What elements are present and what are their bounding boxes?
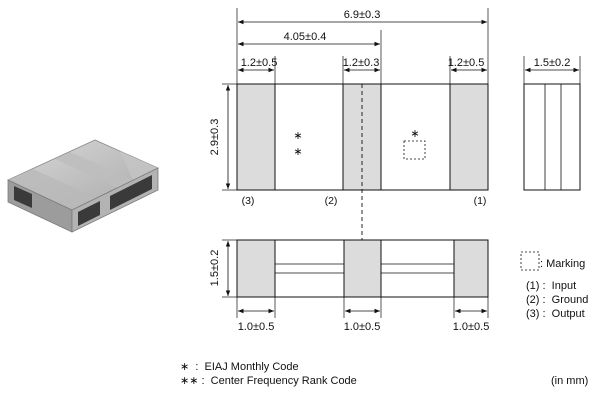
- terminal-right: [449, 83, 489, 191]
- dim-bottom-height: 1.5±0.2: [209, 250, 221, 287]
- units-note: (in mm): [551, 375, 589, 387]
- marking-box-icon: [403, 140, 426, 160]
- monthly-code-mark: ∗: [410, 128, 419, 140]
- marking-legend-icon: [520, 251, 540, 271]
- legend: : Marking (1) : Input (2) : Ground (3) :…: [520, 251, 588, 320]
- legend-pin3: (3) : Output: [526, 308, 585, 320]
- dim-center-terminal: 1.2±0.3: [343, 57, 380, 69]
- dim-bottom-center-terminal: 1.0±0.5: [344, 321, 381, 333]
- legend-pin1: (1) : Input: [526, 280, 576, 292]
- dim-right-terminal: 1.2±0.5: [448, 57, 485, 69]
- note-rank-code: ∗∗ : Center Frequency Rank Code: [180, 375, 357, 388]
- note-rank-text: : Center Frequency Rank Code: [198, 375, 357, 387]
- pin-label-right: (1): [474, 195, 487, 207]
- legend-marking: : Marking: [540, 258, 585, 270]
- bottom-view: 1.5±0.2 1.0±0.5 1.0±0.5 1.0±0.5: [209, 239, 490, 333]
- terminal-left: [236, 83, 276, 191]
- side-view: 1.5±0.2: [523, 56, 581, 191]
- dim-bottom-right-terminal: 1.0±0.5: [453, 321, 490, 333]
- rank-code-mark-2: ∗: [293, 146, 302, 158]
- pin-label-left: (3): [242, 195, 255, 207]
- note-monthly-text: : EIAJ Monthly Code: [189, 361, 299, 373]
- note-monthly-code: ∗ : EIAJ Monthly Code: [180, 361, 299, 374]
- rank-code-mark-1: ∗: [293, 130, 302, 142]
- dim-pitch: 4.05±0.4: [284, 31, 327, 43]
- note-rank-symbol: ∗∗: [180, 375, 199, 387]
- dim-overall-length: 6.9±0.3: [344, 9, 381, 21]
- dim-bottom-left-terminal: 1.0±0.5: [238, 321, 275, 333]
- dim-body-height: 2.9±0.3: [209, 119, 221, 156]
- chip-component-3d-icon: [7, 139, 159, 233]
- dim-side-width: 1.5±0.2: [534, 57, 571, 69]
- legend-pin2: (2) : Ground: [526, 294, 588, 306]
- dim-left-terminal: 1.2±0.5: [241, 57, 278, 69]
- top-view: 6.9±0.3 4.05±0.4 1.2±0.5 1.2±0.3 1.2±0.5…: [209, 8, 489, 297]
- note-monthly-symbol: ∗: [180, 361, 190, 373]
- pin-label-center: (2): [325, 195, 338, 207]
